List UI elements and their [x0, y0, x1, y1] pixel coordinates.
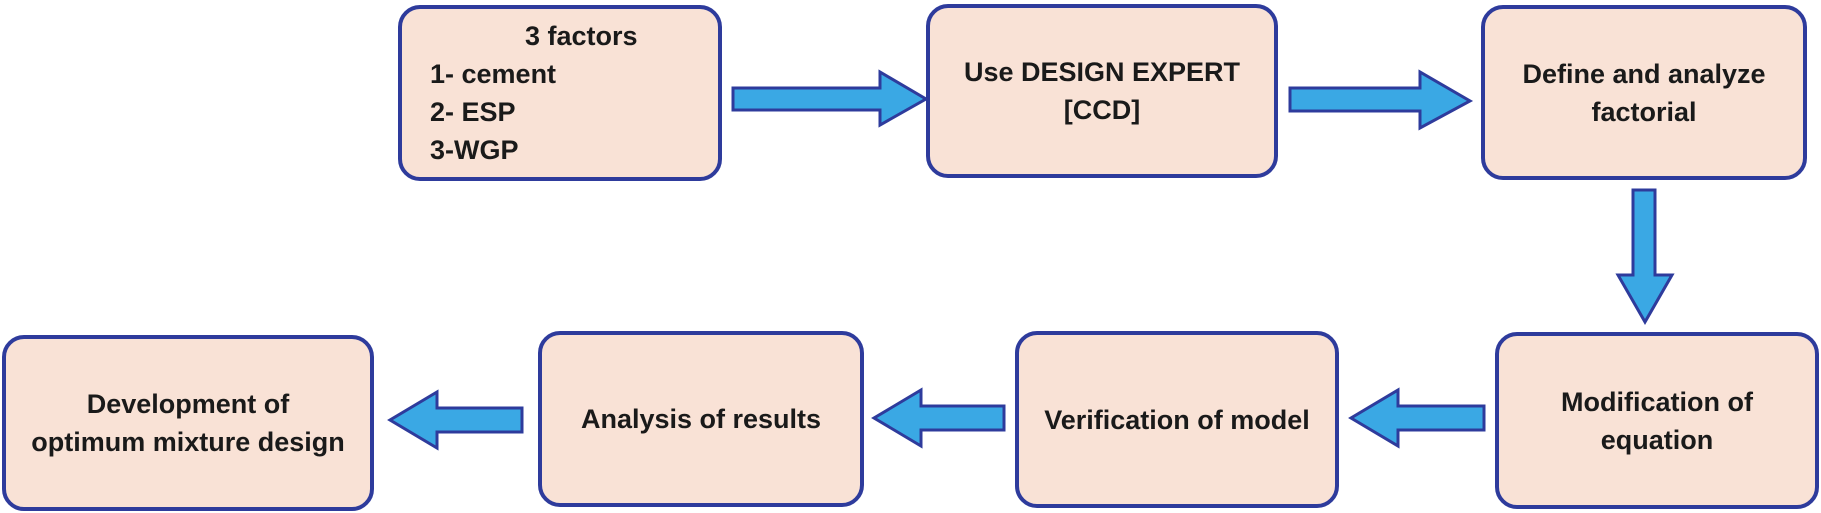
design-expert-line-1: Use DESIGN EXPERT	[963, 57, 1241, 87]
factors-box: 3 factors 1- cement 2- ESP 3-WGP	[398, 5, 722, 181]
define-factorial-box: Define and analyze factorial	[1481, 5, 1807, 180]
arrow-left-2	[871, 387, 1006, 449]
arrow-left-1	[1348, 387, 1486, 449]
development-line-1: Development of	[86, 389, 290, 419]
modification-line-1: Modification of	[1561, 386, 1753, 417]
factors-title: 3 factors	[525, 21, 638, 51]
verification-line-1: Verification of model	[1044, 404, 1310, 435]
modification-line-2: equation	[1600, 424, 1714, 455]
development-line-2: optimum mixture design	[31, 427, 345, 457]
factor-esp: 2- ESP	[430, 97, 516, 127]
define-factorial-line-2: factorial	[1591, 96, 1697, 127]
analysis-box: Analysis of results	[538, 331, 864, 507]
development-box: Development of optimum mixture design	[2, 335, 374, 511]
arrow-right-1	[731, 69, 930, 128]
arrow-left-3	[387, 389, 524, 451]
design-expert-box: Use DESIGN EXPERT [CCD]	[926, 4, 1278, 178]
design-expert-line-2: [CCD]	[1063, 95, 1141, 125]
modification-box: Modification of equation	[1495, 332, 1819, 509]
arrow-down-1	[1615, 188, 1675, 326]
factor-wgp: 3-WGP	[430, 135, 519, 165]
define-factorial-line-1: Define and analyze	[1522, 58, 1766, 89]
factor-cement: 1- cement	[430, 59, 557, 89]
analysis-line-1: Analysis of results	[580, 404, 822, 434]
arrow-right-2	[1288, 69, 1474, 131]
verification-box: Verification of model	[1015, 331, 1339, 508]
